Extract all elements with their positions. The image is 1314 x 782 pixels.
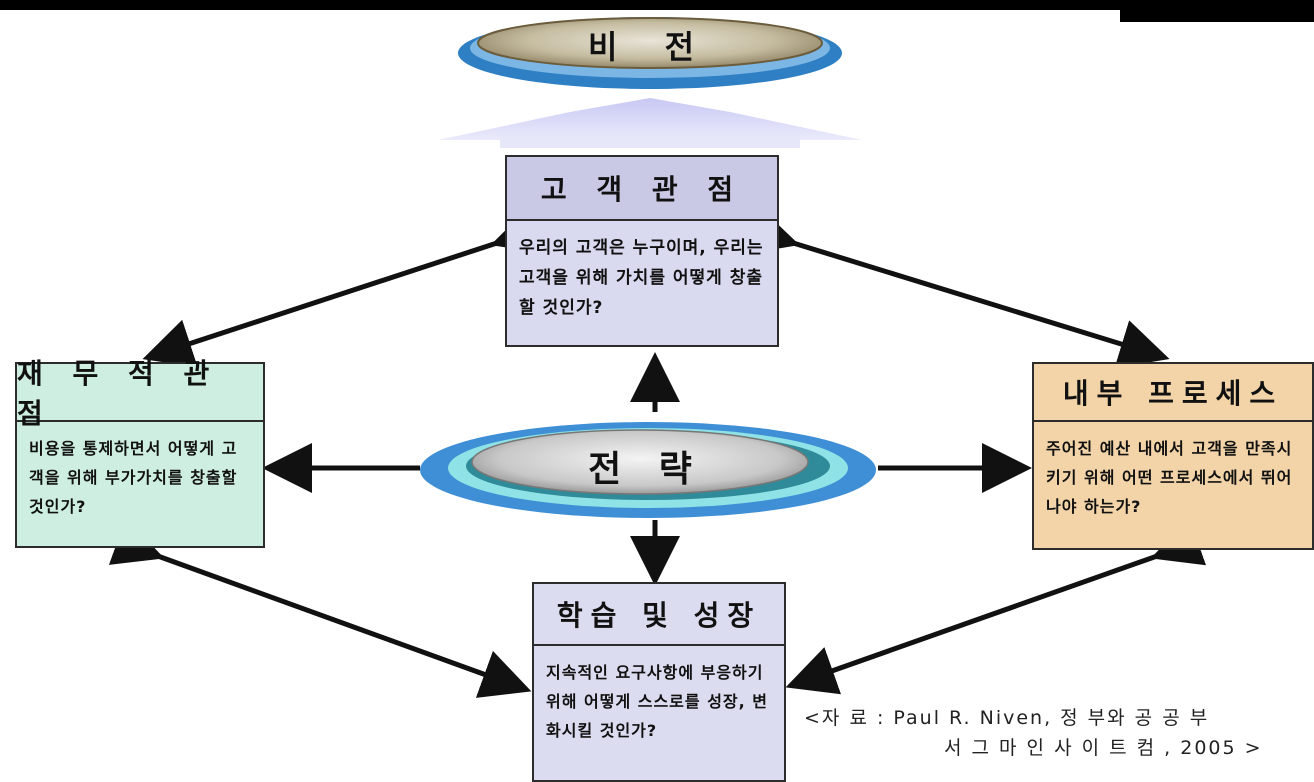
arrow-customer-financial xyxy=(142,205,546,368)
financial-perspective-title: 재 무 적 관 점 xyxy=(17,357,263,430)
customer-perspective-title: 고 객 관 점 xyxy=(507,157,777,221)
learning-growth-text: 지속적인 요구사항에 부응하기 위해 어떻게 스스로를 성장, 변화시킬 것인가… xyxy=(546,663,768,740)
customer-perspective-box: 고 객 관 점 우리의 고객은 누구이며, 우리는 고객을 위해 가치를 어떻게… xyxy=(505,155,779,347)
source-citation-line2: 서 그 마 인 사 이 트 컴 , 2005 > xyxy=(944,737,1263,759)
vision-label: 비 전 xyxy=(587,28,713,66)
learning-growth-title: 학습 및 성장 xyxy=(534,584,784,646)
financial-perspective-text: 비용을 통제하면서 어떻게 고객을 위해 부가가치를 창출할 것인가? xyxy=(29,439,238,516)
customer-perspective-text: 우리의 고객은 누구이며, 우리는 고객을 위해 가치를 어떻게 창출할 것인가… xyxy=(519,238,764,318)
learning-growth-box: 학습 및 성장 지속적인 요구사항에 부응하기 위해 어떻게 스스로를 성장, … xyxy=(532,582,786,782)
vision-ellipse xyxy=(458,17,842,89)
top-right-bar xyxy=(1120,8,1314,22)
financial-perspective-box: 재 무 적 관 점 비용을 통제하면서 어떻게 고객을 위해 부가가치를 창출할… xyxy=(15,357,265,548)
internal-process-title: 내부 프로세스 xyxy=(1034,364,1312,422)
top-rule xyxy=(0,0,1314,10)
internal-process-box: 내부 프로세스 주어진 예산 내에서 고객을 만족시키기 위해 어떤 프로세스에… xyxy=(1032,362,1314,550)
source-citation-line1: <자 료 : Paul R. Niven, 정 부와 공 공 부 xyxy=(804,707,1210,729)
upward-arrow-to-vision xyxy=(438,98,862,140)
arrow-internal-learning xyxy=(785,518,1207,695)
internal-process-text: 주어진 예산 내에서 고객을 만족시키기 위해 어떤 프로세스에서 뛰어나야 하… xyxy=(1046,439,1293,516)
arrow-customer-internal xyxy=(744,206,1170,369)
arrow-financial-learning xyxy=(108,517,532,698)
strategy-ellipse xyxy=(420,422,876,518)
strategy-label: 전 략 xyxy=(588,449,692,490)
